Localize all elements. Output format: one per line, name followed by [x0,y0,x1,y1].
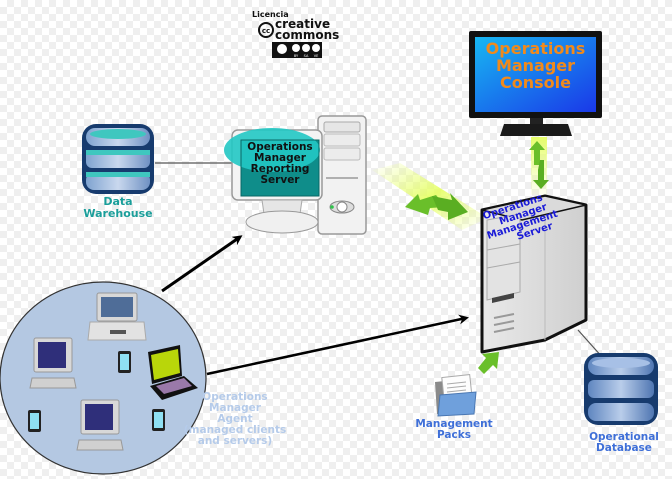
license-prefix: Licencia [252,10,289,19]
license-commons-text: commons [275,28,339,42]
label-line: Agent [217,413,253,426]
label-line: Database [596,442,652,455]
agent-to-reporting-arrow [161,235,243,293]
cc-attr-icon [276,43,288,55]
nd-attr-icon [312,44,320,52]
label-line: Management [415,418,493,430]
desktop-computer-icon [76,399,124,451]
laptop-icon [148,345,198,400]
management-packs-folder-icon[interactable] [435,352,499,417]
agent-label: Operations Manager Agent (managed client… [175,391,295,448]
label-line: Server [260,174,300,187]
license-creative-text: creative [275,17,330,31]
phone-icon [118,351,131,373]
management-server-tower-icon[interactable] [480,194,588,354]
desktop-computer-icon [29,337,77,389]
laptop-icon [87,292,147,341]
label-line: Operational [589,431,659,443]
operational-database-icon[interactable] [584,353,658,425]
packs-import-arrow-icon [478,352,499,374]
agent-to-management-arrow [206,314,469,376]
phone-icon [152,409,165,431]
label-line: Operations [202,391,268,403]
agent-clients-group[interactable] [0,281,207,475]
attr-by-label: BY [294,54,299,58]
data-warehouse-database-icon[interactable] [82,124,154,194]
label-line: Data [103,195,133,208]
label-line: and servers) [197,435,273,448]
label-line: Manager [209,402,261,415]
label-line: Operations [247,141,313,153]
reporting-server-computer-icon[interactable] [224,115,367,235]
reporting-sync-arrows-icon [372,163,488,230]
creative-commons-badge[interactable]: Licencia cc creative commons BY SA VE [252,10,339,58]
label-line: Console [500,72,571,92]
cc-logo-icon [258,22,274,38]
phone-icon [28,410,41,432]
reporting-server-label: Operations Manager Reporting Server [241,141,319,187]
label-line: Operations [485,39,586,58]
label-line: Packs [437,429,471,442]
cc-logo-glyph: cc [262,27,270,35]
console-label: Operations Manager Console [475,39,596,92]
operational-database-label: Operational Database [580,431,668,455]
label-line: Warehouse [83,206,153,220]
data-warehouse-label: Data Warehouse [70,196,166,219]
label-line: Manager [254,152,306,165]
management-packs-label: Management Packs [408,418,500,442]
label-line: Manager [495,55,576,75]
sa-attr-icon [302,44,310,52]
console-monitor-icon[interactable] [469,31,602,136]
label-line: (managed clients [183,424,287,437]
console-sync-arrows-icon [529,137,549,195]
by-attr-icon [292,44,300,52]
attr-sa-label: SA [304,54,309,58]
label-line: Reporting [250,163,310,176]
attr-ve-label: VE [314,54,319,58]
